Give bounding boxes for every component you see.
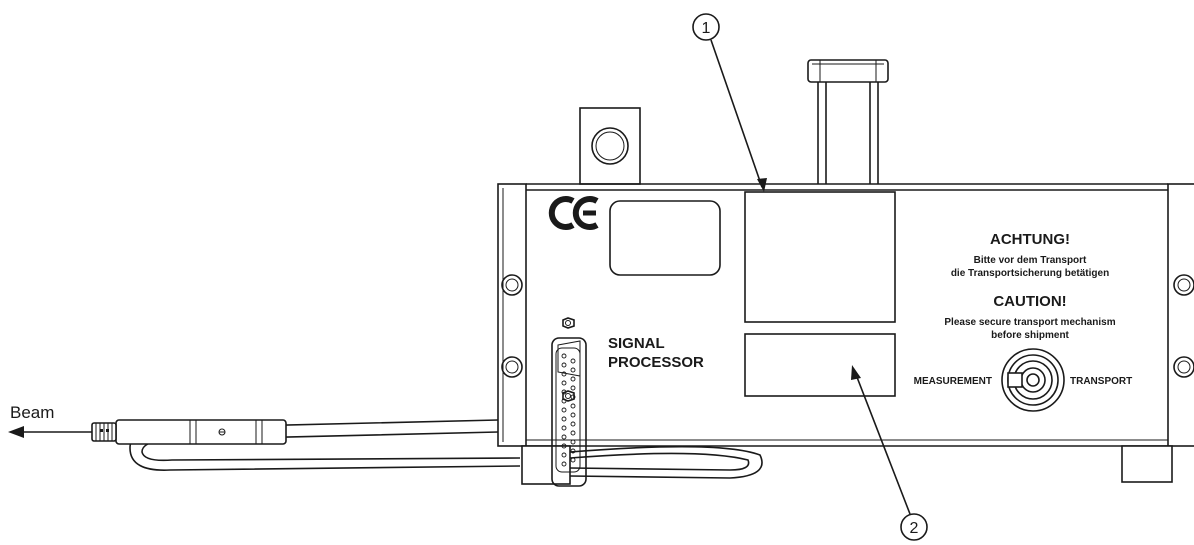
- measurement-label: MEASUREMENT: [914, 376, 992, 387]
- callout-1-number: 1: [702, 20, 711, 37]
- caution-line1: Please secure transport mechanism: [944, 317, 1115, 328]
- probe-assembly: [91, 419, 763, 479]
- connector-pin: [570, 376, 576, 382]
- beam-label: Beam: [10, 403, 54, 422]
- connector-pin: [570, 385, 576, 391]
- connector-pin: [561, 461, 567, 467]
- label-area-2: [744, 333, 896, 397]
- top-mount-block: [579, 107, 641, 185]
- top-handle: [807, 59, 889, 184]
- transport-switch-icon: [1001, 348, 1065, 412]
- connector-pin: [570, 439, 576, 445]
- connector-pin: [561, 434, 567, 440]
- connector-pin: [561, 362, 567, 368]
- connector-pin: [570, 403, 576, 409]
- connector-pin: [561, 353, 567, 359]
- label-area-1: [744, 191, 896, 323]
- signal-processor-line2: PROCESSOR: [608, 354, 704, 371]
- caution-line2: before shipment: [991, 330, 1069, 341]
- achtung-line2: die Transportsicherung betätigen: [951, 268, 1109, 279]
- sub-d-connector-icon: [551, 317, 587, 487]
- connector-pin: [561, 452, 567, 458]
- housing: [497, 183, 1194, 485]
- signal-processor-line1: SIGNAL: [608, 335, 665, 352]
- callout-2-number: 2: [910, 520, 919, 537]
- transport-label: TRANSPORT: [1070, 376, 1132, 387]
- connector-pin: [561, 416, 567, 422]
- arrow-left-icon: [8, 426, 92, 438]
- caution-title: CAUTION!: [993, 293, 1066, 310]
- connector-pin: [561, 425, 567, 431]
- label-area-small: [609, 200, 721, 276]
- achtung-title: ACHTUNG!: [990, 231, 1070, 248]
- connector-pin: [570, 421, 576, 427]
- connector-pin: [561, 407, 567, 413]
- callout-1: 1: [692, 13, 767, 192]
- connector-pin: [570, 412, 576, 418]
- connector-pin: [570, 367, 576, 373]
- connector-pin: [561, 371, 567, 377]
- connector-pin: [561, 380, 567, 386]
- connector-pin: [570, 430, 576, 436]
- connector-pin: [570, 358, 576, 364]
- ce-mark-icon: [548, 196, 599, 230]
- connector-pin: [561, 443, 567, 449]
- callout-2: 2: [851, 365, 928, 541]
- achtung-line1: Bitte vor dem Transport: [974, 255, 1087, 266]
